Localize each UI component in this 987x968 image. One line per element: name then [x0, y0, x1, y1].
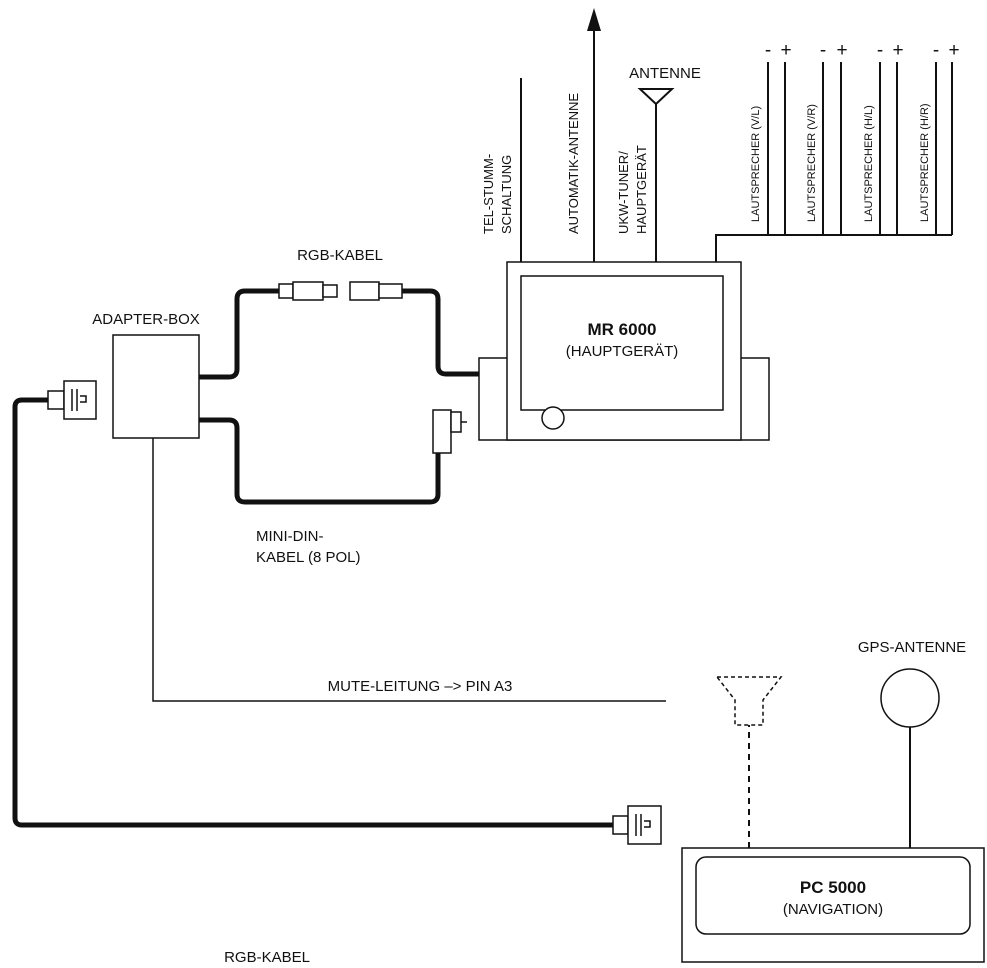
pc5000-unit: PC 5000 (NAVIGATION) — [681, 847, 985, 963]
antenne-label: ANTENNE — [629, 65, 701, 82]
adapter-box — [112, 334, 200, 439]
gps-antenna-label: GPS-ANTENNE — [858, 639, 966, 656]
speaker-label-vl: LAUTSPRECHER (V/L) — [750, 106, 762, 222]
arrow-up-icon — [587, 8, 601, 31]
ukw-label-line1: UKW-TUNER/ — [616, 151, 631, 234]
gps-antenna-icon — [880, 668, 940, 728]
pc5000-subtitle: (NAVIGATION) — [783, 901, 883, 918]
rgb-connector-female — [349, 281, 403, 301]
ukw-label-line2: HAUPTGERÄT — [634, 145, 649, 234]
dashed-antenna — [715, 676, 783, 848]
mr6000-subtitle: (HAUPTGERÄT) — [566, 343, 679, 360]
speaker-label-hl: LAUTSPRECHER (H/L) — [863, 105, 875, 222]
plus-sign: + — [892, 40, 903, 61]
automatik-antenne-label: AUTOMATIK-ANTENNE — [566, 93, 581, 234]
adapter-box-label: ADAPTER-BOX — [92, 311, 200, 328]
antenna-icon — [637, 88, 675, 106]
thick-cables — [12, 288, 628, 828]
minidin-label-line1: MINI-DIN- — [256, 528, 324, 545]
speaker-label-vr: LAUTSPRECHER (V/R) — [806, 104, 818, 222]
minus-sign: - — [877, 40, 883, 61]
mr6000-title: MR 6000 — [588, 320, 657, 339]
mute-line — [152, 438, 666, 702]
speaker-polarity: - + - + - + - + — [765, 40, 960, 61]
rgb-plug-bottom — [612, 805, 662, 845]
plus-sign: + — [948, 40, 959, 61]
rgb-connector-male — [278, 281, 338, 301]
minidin-connector — [432, 409, 467, 454]
gps-antenna — [880, 668, 940, 848]
pc5000-title: PC 5000 — [800, 878, 866, 897]
speaker-label-hr: LAUTSPRECHER (H/R) — [919, 103, 931, 222]
plus-sign: + — [780, 40, 791, 61]
mute-line-label: MUTE-LEITUNG –> PIN A3 — [328, 678, 513, 695]
minus-sign: - — [765, 40, 771, 61]
mr6000-unit: MR 6000 (HAUPTGERÄT) — [478, 261, 770, 441]
plus-sign: + — [836, 40, 847, 61]
rgb-cable-label-bottom: RGB-KABEL — [224, 949, 310, 966]
rgb-plug-left — [47, 380, 97, 420]
top-wires — [520, 28, 953, 262]
rgb-cable-label-top: RGB-KABEL — [297, 247, 383, 264]
tel-label-line1: TEL-STUMM- — [481, 154, 496, 234]
speaker-icon — [715, 676, 783, 726]
knob-icon — [541, 406, 565, 430]
minidin-label-line2: KABEL (8 POL) — [256, 549, 361, 566]
minus-sign: - — [933, 40, 939, 61]
minus-sign: - — [820, 40, 826, 61]
tel-label-line2: SCHALTUNG — [499, 155, 514, 234]
